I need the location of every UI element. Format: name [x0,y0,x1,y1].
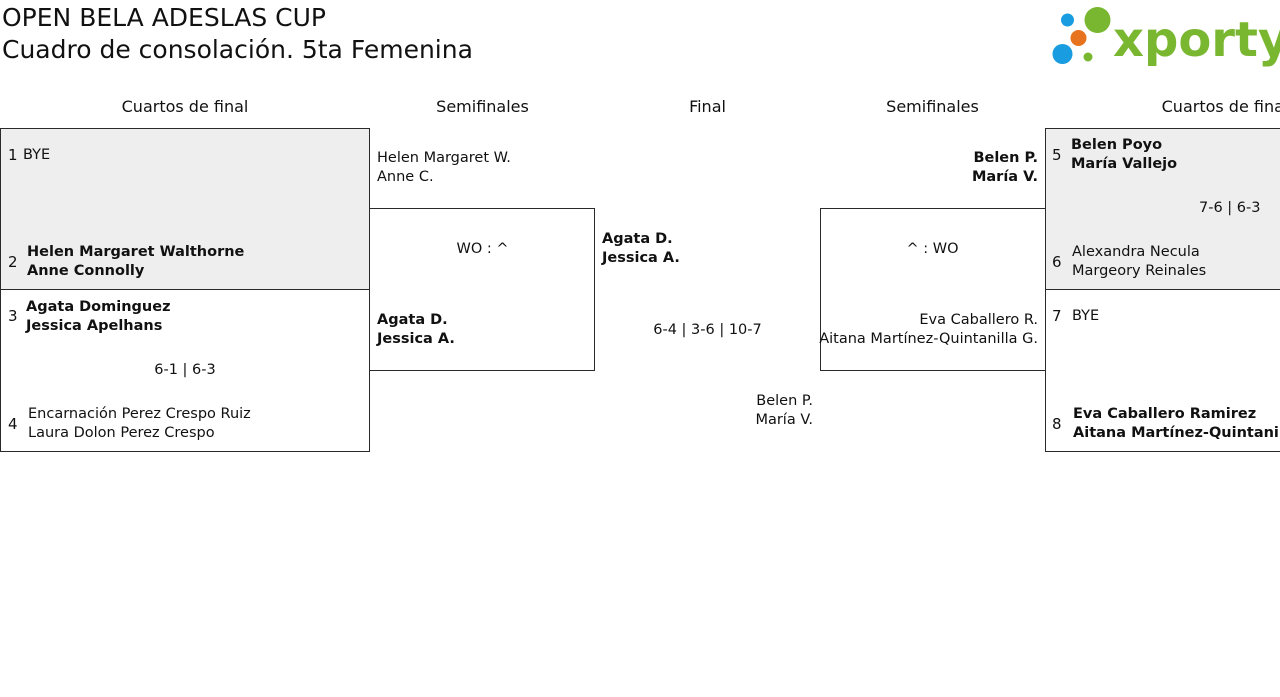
player-name: BYE [23,147,51,163]
final-team[interactable]: Belen P. María V. [713,392,813,430]
player-name: Laura Dolon Perez Crespo [28,425,215,441]
left-qf-match-1[interactable] [0,128,370,290]
seed-number: 4 [8,415,18,433]
seed-number: 8 [1052,415,1062,433]
seed-number: 2 [8,253,18,271]
player-name: María V. [755,412,813,428]
player-name: BYE [1072,308,1100,324]
player-name: Eva Caballero R. [919,312,1038,328]
player-name: Margeory Reinales [1072,263,1207,279]
player-name: Jessica A. [377,331,455,347]
seed-number: 5 [1052,146,1062,164]
team-entry[interactable]: Eva Caballero R. Aitana Martínez-Quintan… [818,311,1038,349]
match-score: WO : ^ [456,241,509,257]
team-entry-winner[interactable]: Agata D. Jessica A. [377,311,455,349]
right-qf-match-1[interactable] [1045,128,1280,290]
player-name: Anne Connolly [27,263,145,279]
player-name: Encarnación Perez Crespo Ruiz [28,406,251,422]
player-name: Alexandra Necula [1072,244,1200,260]
team-entry-winner[interactable]: Agata Dominguez Jessica Apelhans [26,298,171,336]
player-name: Belen P. [756,393,813,409]
team-entry-winner[interactable]: Belen Poyo María Vallejo [1071,136,1177,174]
player-name: Jessica A. [602,250,680,266]
seed-number: 7 [1052,307,1062,325]
tournament-header: OPEN BELA ADESLAS CUP Cuadro de consolac… [2,2,473,66]
seed-number: 1 [8,146,18,164]
team-entry[interactable]: Helen Margaret W. Anne C. [377,149,511,187]
player-name: Helen Margaret Walthorne [27,244,245,260]
match-score: 6-1 | 6-3 [154,362,216,378]
team-entry-winner[interactable]: Eva Caballero Ramirez Aitana Martínez-Qu… [1073,405,1280,443]
player-name: Helen Margaret W. [377,150,511,166]
team-entry[interactable]: BYE [1072,307,1099,326]
logo-wordmark: xporty [1113,12,1280,68]
xporty-logo[interactable]: xporty [1050,4,1280,68]
player-name: Anne C. [377,169,434,185]
match-score: ^ : WO [906,241,959,257]
round-header-left-quarterfinals: Cuartos de final [121,97,249,116]
round-header-right-semifinals: Semifinales [886,97,979,116]
player-name: Jessica Apelhans [26,318,163,334]
player-name: Belen Poyo [1071,137,1163,153]
seed-number: 3 [8,307,18,325]
match-score: 7-6 | 6-3 [1199,200,1261,216]
team-entry[interactable]: Alexandra Necula Margeory Reinales [1072,243,1206,281]
draw-subtitle: Cuadro de consolación. 5ta Femenina [2,35,473,64]
xporty-logo-mark: xporty [1052,7,1280,68]
round-header-final: Final [689,97,726,116]
tournament-title: OPEN BELA ADESLAS CUP [2,3,326,32]
player-name: Eva Caballero Ramirez [1073,406,1257,422]
team-entry[interactable]: Encarnación Perez Crespo Ruiz Laura Dolo… [28,405,251,443]
seed-number: 6 [1052,253,1062,271]
player-name: Agata D. [377,312,448,328]
right-qf-match-2[interactable] [1045,289,1280,452]
player-name: Belen P. [973,150,1038,166]
player-name: Agata D. [602,231,673,247]
final-score: 6-4 | 3-6 | 10-7 [653,322,762,338]
team-entry-winner[interactable]: Helen Margaret Walthorne Anne Connolly [27,243,244,281]
round-header-right-quarterfinals: Cuartos de final [1161,97,1280,116]
player-name: María V. [971,169,1038,185]
player-name: Agata Dominguez [26,299,171,315]
team-entry-winner[interactable]: Belen P. María V. [888,149,1038,187]
player-name: María Vallejo [1071,156,1178,172]
left-sf-match[interactable] [369,208,595,371]
round-header-left-semifinals: Semifinales [436,97,529,116]
player-name: Aitana Martínez-Quintanilla [1073,425,1280,441]
final-team-winner[interactable]: Agata D. Jessica A. [602,230,680,268]
team-entry[interactable]: BYE [23,146,50,165]
player-name: Aitana Martínez-Quintanilla G. [819,331,1038,347]
